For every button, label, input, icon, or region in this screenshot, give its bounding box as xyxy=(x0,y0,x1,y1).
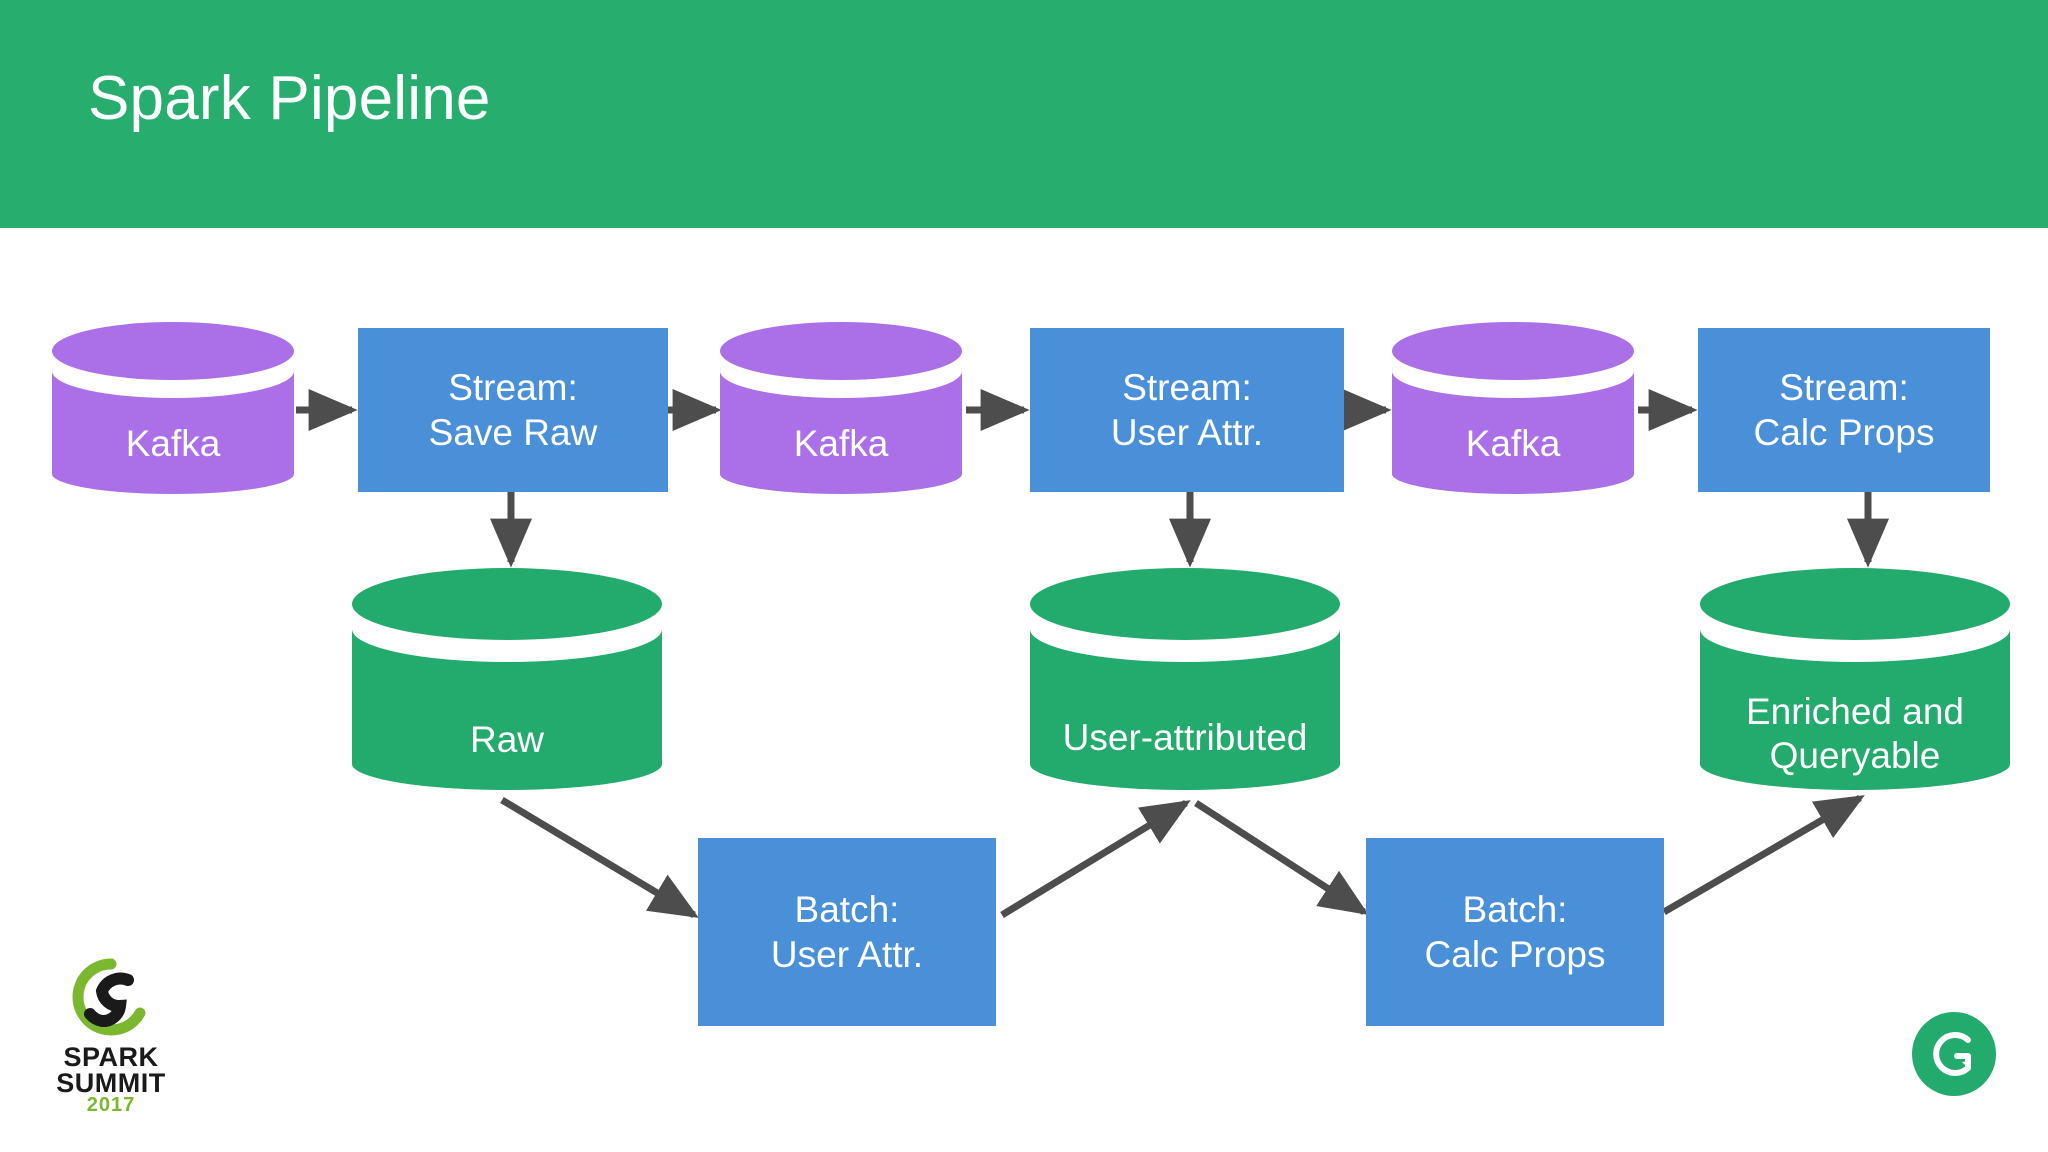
node-stream-calc-props[interactable]: Stream: Calc Props xyxy=(1698,328,1990,492)
spark-logo-year: 2017 xyxy=(86,1094,136,1116)
node-label: Stream: Save Raw xyxy=(428,366,598,453)
node-label: User-attributed xyxy=(1062,717,1308,758)
spark-summit-logo: SPARK SUMMIT 2017 xyxy=(42,958,180,1118)
node-label: Kafka xyxy=(1465,423,1561,464)
cylinder-top xyxy=(720,322,962,380)
arrow-batch-calc-props-to-store-enriched xyxy=(1662,794,1865,916)
node-label: Batch: Calc Props xyxy=(1424,888,1606,975)
node-label: Stream: Calc Props xyxy=(1753,366,1935,453)
node-label: Raw xyxy=(469,719,545,760)
node-stream-save-raw[interactable]: Stream: Save Raw xyxy=(358,328,668,492)
node-kafka-3[interactable]: Kafka xyxy=(1392,322,1634,494)
arrow-store-raw-to-batch-user-attr xyxy=(500,796,699,919)
node-store-raw[interactable]: Raw xyxy=(352,568,662,790)
grammarly-g-icon xyxy=(1912,1012,1996,1096)
node-label: Kafka xyxy=(125,423,221,464)
arrow-store-userattr-to-batch-calc-props xyxy=(1194,800,1369,916)
node-kafka-1[interactable]: Kafka xyxy=(52,322,294,494)
cylinder-top xyxy=(1030,568,1340,640)
node-store-user-attributed[interactable]: User-attributed xyxy=(1030,568,1340,790)
node-label: Kafka xyxy=(793,423,889,464)
node-batch-calc-props[interactable]: Batch: Calc Props xyxy=(1366,838,1664,1026)
cylinder-top xyxy=(352,568,662,640)
spark-logo-line2: SUMMIT xyxy=(56,1068,166,1098)
node-label: Batch: User Attr. xyxy=(770,888,924,975)
node-stream-user-attr[interactable]: Stream: User Attr. xyxy=(1030,328,1344,492)
cylinder-top xyxy=(1700,568,2010,640)
node-label: Enriched and Queryable xyxy=(1745,691,1965,777)
cylinder-top xyxy=(52,322,294,380)
cylinder-top xyxy=(1392,322,1634,380)
node-store-enriched[interactable]: Enriched and Queryable xyxy=(1700,568,2010,790)
arrow-batch-user-attr-to-store-userattr xyxy=(1000,800,1191,918)
grammarly-logo xyxy=(1912,1012,1996,1096)
page-title: Spark Pipeline xyxy=(88,64,491,133)
slide-header-band xyxy=(0,0,2048,228)
node-label: Stream: User Attr. xyxy=(1110,366,1264,453)
spark-summit-mark-icon xyxy=(72,958,146,1036)
spark-logo-line1: SPARK xyxy=(63,1042,159,1072)
node-kafka-2[interactable]: Kafka xyxy=(720,322,962,494)
node-batch-user-attr[interactable]: Batch: User Attr. xyxy=(698,838,996,1026)
